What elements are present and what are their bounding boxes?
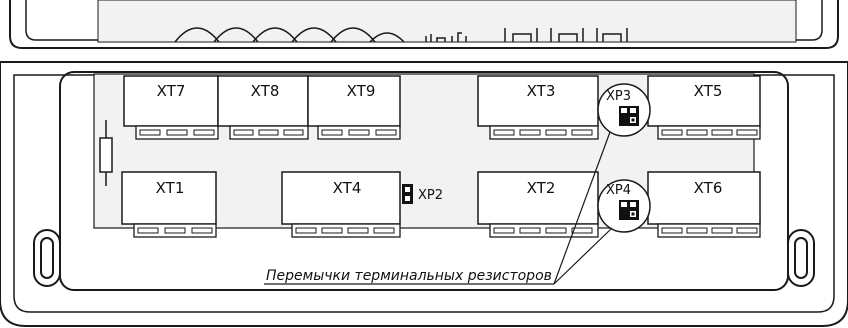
terminal-label: XT5 (694, 82, 723, 100)
terminal-label: XT8 (251, 82, 280, 100)
terminal-label: XT6 (694, 179, 723, 197)
terminal-block-xt2: XT2 (477, 171, 599, 238)
terminal-label: XT1 (156, 179, 185, 197)
jumper-xp2: XP2 (402, 184, 443, 204)
callout-leader (264, 131, 613, 285)
jumper-icon (619, 106, 639, 126)
terminal-block-xt1: XT1 (121, 171, 217, 238)
terminal-block-xt8: XT8 (217, 75, 309, 140)
terminal-block-xt3: XT3 (477, 75, 599, 140)
lid-top-board (97, 0, 797, 43)
enclosure-wall (59, 71, 789, 291)
enclosure-inner-rim (13, 74, 835, 313)
resistor-icon (99, 120, 113, 186)
terminal-block-xt4: XT4 (281, 171, 401, 238)
terminal-label: XT2 (527, 179, 556, 197)
terminal-block-xt7: XT7 (123, 75, 219, 140)
jumper-icon (402, 184, 413, 204)
terminal-block-xt6: XT6 (647, 171, 761, 238)
terminal-block-xt5: XT5 (647, 75, 761, 140)
jumper-icon (619, 200, 639, 220)
coil-icon (174, 27, 405, 43)
mounting-slot-icon (33, 229, 815, 287)
terminal-block-xt9: XT9 (307, 75, 401, 140)
callout-text: Перемычки терминальных резисторов (266, 268, 552, 284)
terminal-label: XT7 (157, 82, 186, 100)
terminal-label: XT3 (527, 82, 556, 100)
terminal-label: XT9 (347, 82, 376, 100)
jumper-label: XP2 (418, 188, 443, 203)
jumper-xp3: XP3 (597, 83, 651, 137)
terminal-label: XT4 (333, 179, 362, 197)
lid-components (425, 28, 628, 42)
jumper-label: XP4 (606, 183, 631, 198)
jumper-label: XP3 (606, 89, 631, 104)
jumper-xp4: XP4 (597, 179, 651, 233)
